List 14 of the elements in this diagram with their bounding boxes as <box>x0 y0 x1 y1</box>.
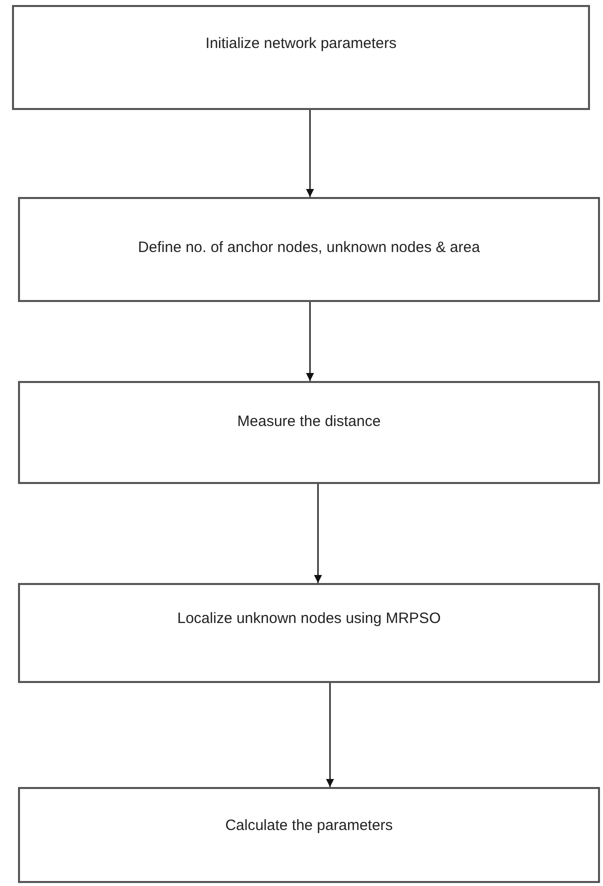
process-box <box>12 5 590 110</box>
arrow <box>326 683 334 787</box>
arrow <box>306 110 314 197</box>
step-text: Measure the distance <box>237 413 381 430</box>
step-text: Localize unknown nodes using MRPSO <box>177 610 441 627</box>
step-text: Define no. of anchor nodes, unknown nodes & area <box>138 239 480 256</box>
arrow <box>314 484 322 583</box>
process-box <box>18 787 600 883</box>
step-text: Calculate the parameters <box>225 817 393 834</box>
process-box <box>18 583 600 683</box>
process-box <box>18 197 600 302</box>
process-box <box>18 381 600 484</box>
step-text: Initialize network parameters <box>206 35 396 52</box>
arrow <box>306 302 314 381</box>
